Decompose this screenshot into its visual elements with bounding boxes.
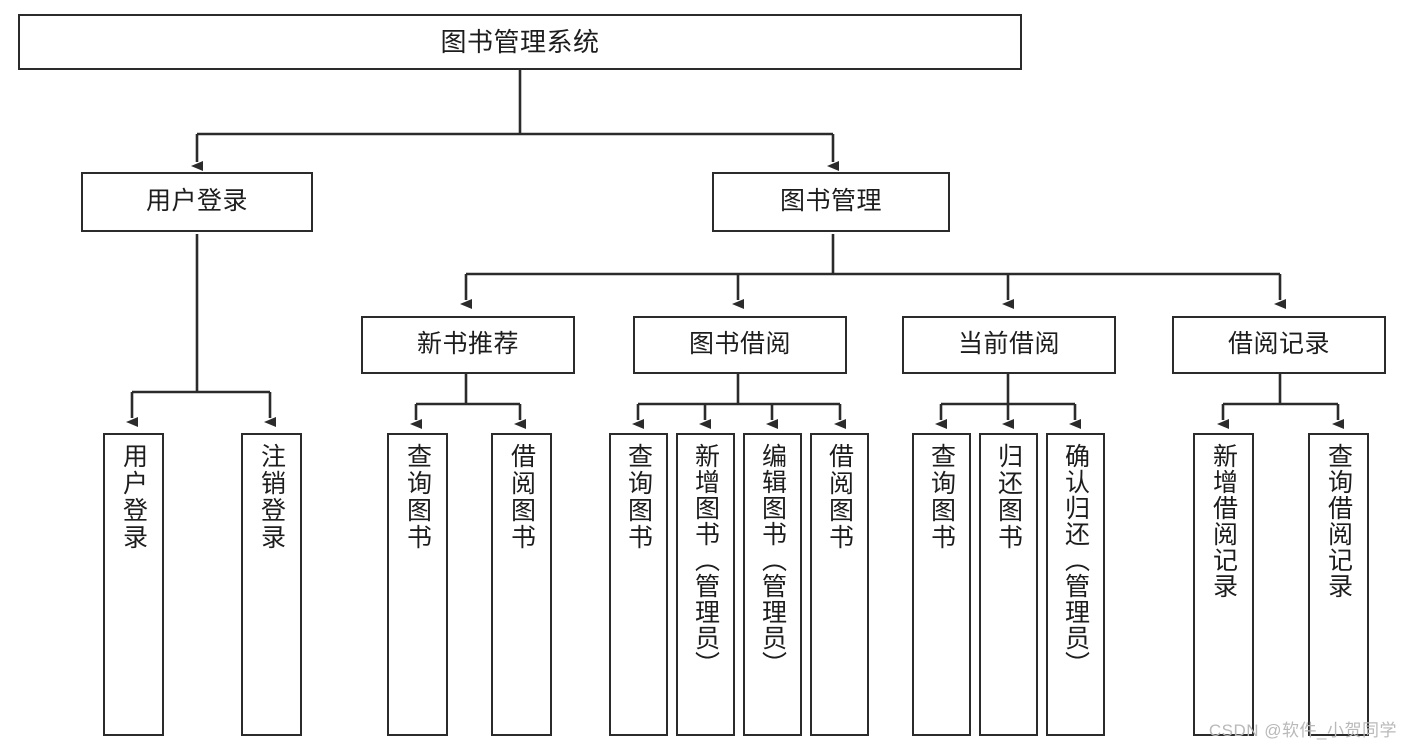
leaf-user-login[interactable]: 用户登录 (103, 433, 164, 736)
leaf-current-query-books[interactable]: 查询图书 (912, 433, 971, 736)
leaf-label: 归还图书 (994, 443, 1023, 551)
node-user-login[interactable]: 用户登录 (81, 172, 313, 232)
leaf-add-book-admin[interactable]: 新增图书（管理员） (676, 433, 735, 736)
leaf-label: 查询图书 (624, 443, 653, 551)
node-root-book-management-system[interactable]: 图书管理系统 (18, 14, 1022, 70)
node-current-borrow[interactable]: 当前借阅 (902, 316, 1116, 374)
node-label: 新书推荐 (416, 330, 519, 359)
leaf-recommend-borrow-books[interactable]: 借阅图书 (491, 433, 552, 736)
leaf-return-books[interactable]: 归还图书 (979, 433, 1038, 736)
node-label: 图书管理系统 (440, 26, 600, 57)
leaf-label: 查询借阅记录 (1324, 443, 1353, 599)
leaf-label: 借阅图书 (507, 443, 536, 551)
leaf-label: 新增借阅记录 (1209, 443, 1238, 599)
node-label: 图书管理 (779, 187, 882, 216)
leaf-label: 用户登录 (119, 443, 148, 551)
leaf-label: 借阅图书 (825, 443, 854, 551)
leaf-recommend-query-books[interactable]: 查询图书 (387, 433, 448, 736)
leaf-edit-book-admin[interactable]: 编辑图书（管理员） (743, 433, 802, 736)
leaf-label: 新增图书（管理员） (691, 443, 720, 677)
node-label: 图书借阅 (688, 330, 791, 359)
leaf-add-borrow-record[interactable]: 新增借阅记录 (1193, 433, 1254, 736)
node-book-management[interactable]: 图书管理 (712, 172, 950, 232)
node-label: 当前借阅 (957, 330, 1060, 359)
node-borrow-records[interactable]: 借阅记录 (1172, 316, 1386, 374)
leaf-label: 查询图书 (403, 443, 432, 551)
leaf-borrow-books[interactable]: 借阅图书 (810, 433, 869, 736)
node-label: 用户登录 (145, 187, 248, 216)
node-new-book-recommend[interactable]: 新书推荐 (361, 316, 575, 374)
leaf-borrow-query-books[interactable]: 查询图书 (609, 433, 668, 736)
node-label: 借阅记录 (1227, 330, 1330, 359)
leaf-label: 编辑图书（管理员） (758, 443, 787, 677)
leaf-query-borrow-record[interactable]: 查询借阅记录 (1308, 433, 1369, 736)
leaf-label: 注销登录 (257, 443, 286, 551)
leaf-label: 查询图书 (927, 443, 956, 551)
node-book-borrow[interactable]: 图书借阅 (633, 316, 847, 374)
csdn-watermark: CSDN @软件_小贺同学 (1208, 721, 1397, 740)
leaf-label: 确认归还（管理员） (1061, 443, 1090, 677)
leaf-logout[interactable]: 注销登录 (241, 433, 302, 736)
leaf-confirm-return-admin[interactable]: 确认归还（管理员） (1046, 433, 1105, 736)
